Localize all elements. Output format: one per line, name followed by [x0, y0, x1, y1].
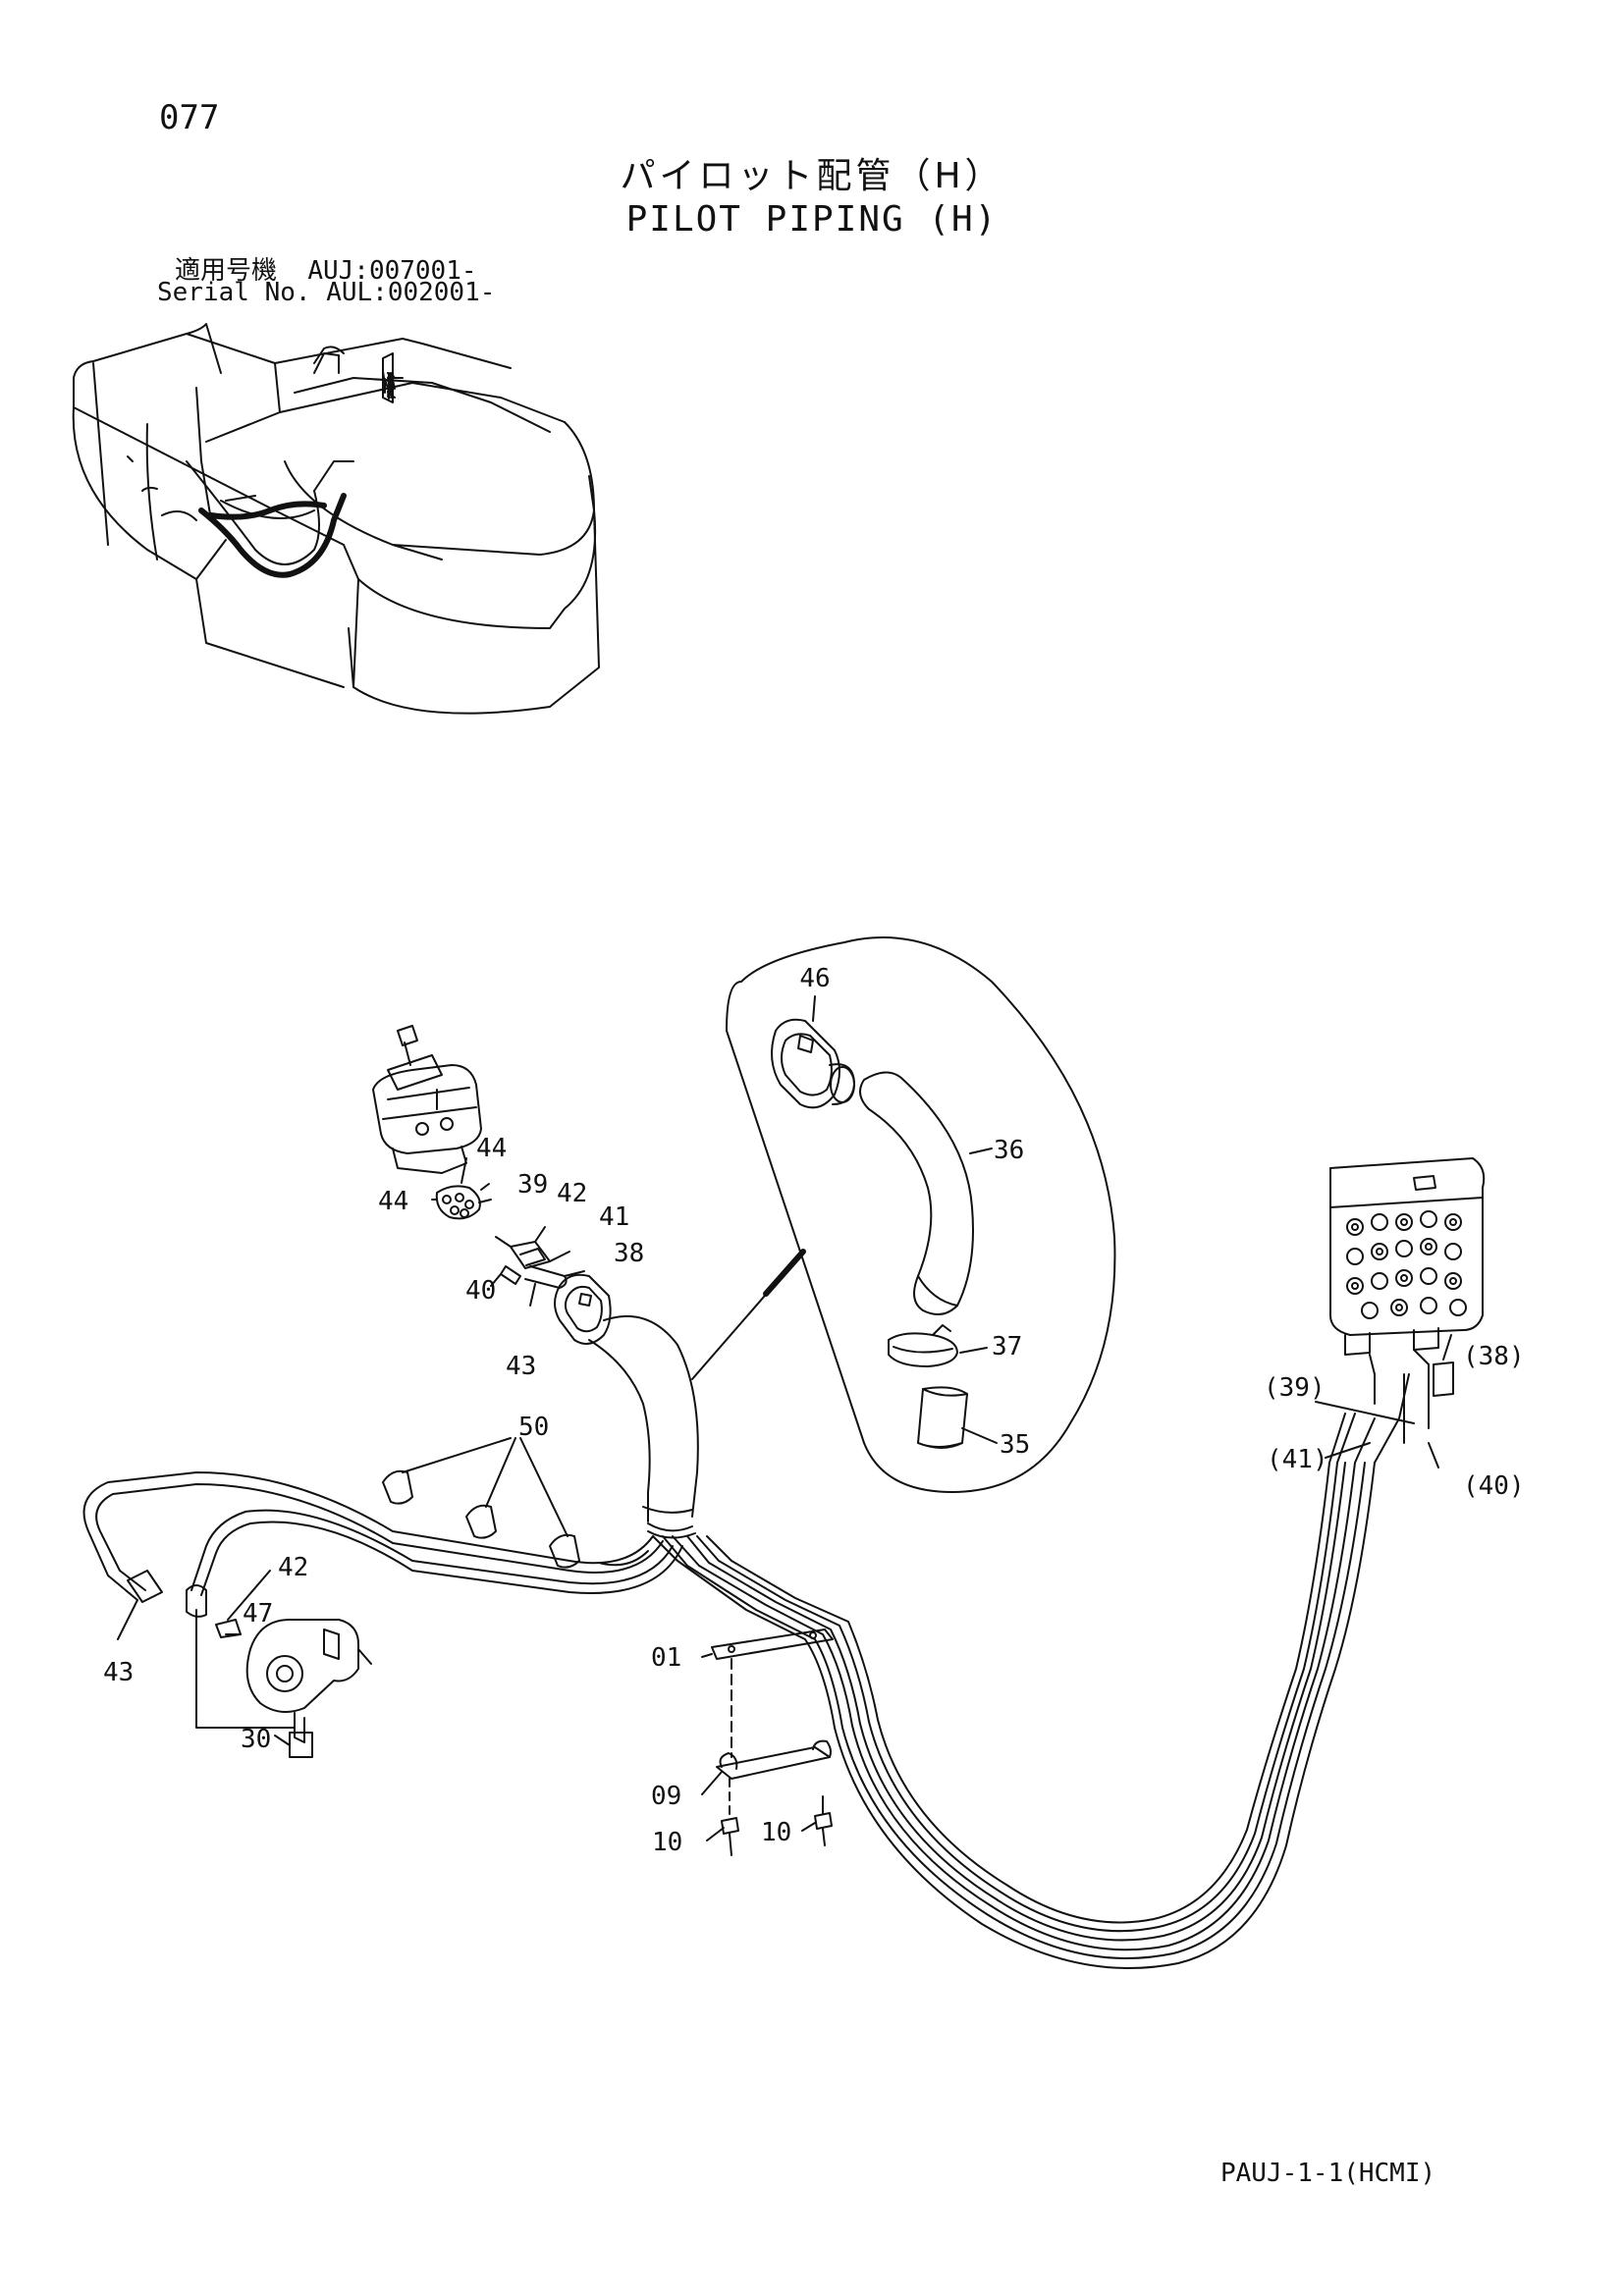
part-label-38-ref: (38) [1463, 1342, 1525, 1371]
part-label-41: 41 [599, 1202, 629, 1232]
serial-label-en: Serial No. [157, 278, 311, 307]
part-number-labels: 46 36 37 35 44 44 39 42 41 38 40 43 50 4… [103, 964, 1525, 1857]
pilot-pump-component [195, 1609, 372, 1758]
part-label-10-left: 10 [652, 1828, 682, 1857]
serial-label-jp: 適用号機 [175, 256, 278, 286]
part-label-30: 30 [241, 1725, 271, 1754]
machine-overview-sketch [72, 323, 600, 715]
part-label-43-lower: 43 [103, 1658, 134, 1687]
serial-applicability-english: Serial No. AUL:002001- [157, 278, 495, 307]
part-50-clips [382, 1437, 580, 1569]
serial-applicability-japanese: 適用号機 AUJ:007001- [175, 250, 477, 287]
title-japanese: パイロット配管（H） [620, 156, 1004, 196]
detail-callout-oval [691, 936, 1116, 1493]
title-english: PILOT PIPING (H) [625, 199, 999, 240]
serial-value-en: AUL:002001- [326, 278, 496, 307]
part-label-37: 37 [992, 1332, 1022, 1362]
part-35-cap [917, 1386, 998, 1449]
machine-overview-highlight-piping [198, 493, 347, 578]
part-label-01: 01 [651, 1643, 681, 1673]
part-label-10-right: 10 [761, 1818, 791, 1847]
hose-bundle [652, 1373, 1410, 1969]
part-label-38: 38 [614, 1239, 644, 1268]
part-43-and-42-left-fittings [127, 1570, 207, 1618]
leader-lines [117, 995, 1452, 1842]
part-09-bracket [716, 1739, 832, 1780]
part-46-grommet [771, 1018, 855, 1109]
part-label-39: 39 [517, 1170, 548, 1200]
left-hose-loop [82, 1471, 683, 1601]
part-label-42-lower: 42 [278, 1553, 308, 1582]
control-valve-component [1329, 1157, 1486, 1444]
part-label-47: 47 [243, 1599, 273, 1629]
footer-code: PAUJ-1-1(HCMI) [1220, 2159, 1436, 2188]
main-grommet-and-hose [554, 1273, 699, 1539]
part-label-50: 50 [518, 1413, 549, 1442]
part-label-40: 40 [465, 1276, 496, 1306]
part-label-41-ref: (41) [1267, 1445, 1328, 1474]
serial-value-jp: AUJ:007001- [307, 256, 477, 286]
part-label-44-lower: 44 [378, 1187, 408, 1216]
part-label-40-ref: (40) [1463, 1471, 1525, 1501]
part-label-39-ref: (39) [1264, 1373, 1326, 1403]
part-37-clamp [888, 1324, 988, 1367]
part-label-44-upper: 44 [476, 1134, 507, 1163]
pilot-valve-component [372, 1025, 482, 1174]
part-label-36: 36 [994, 1136, 1024, 1165]
part-44-fittings [435, 1183, 492, 1220]
part-01-plate [711, 1629, 834, 1758]
parts-39-41-42-43-connectors [490, 1226, 585, 1307]
part-label-35: 35 [1000, 1430, 1030, 1460]
part-label-46: 46 [799, 964, 830, 993]
part-label-43-upper: 43 [506, 1352, 536, 1381]
part-label-42-upper: 42 [557, 1179, 587, 1208]
page-number: 077 [159, 98, 220, 137]
part-label-09: 09 [651, 1782, 681, 1811]
part-36-hose [859, 1071, 993, 1315]
control-valve-ports [1346, 1210, 1467, 1319]
